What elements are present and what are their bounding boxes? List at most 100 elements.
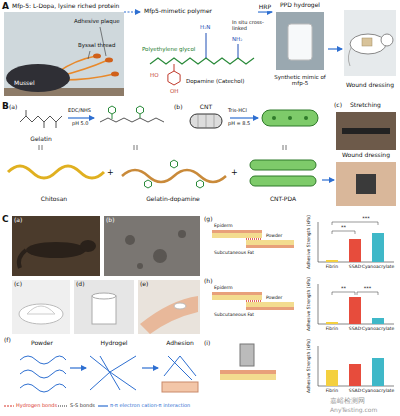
node-box: Gelatin-dopamine [118,152,228,208]
label-text: Cyanoacrylate [362,264,394,269]
cnt-tube [206,114,207,128]
connector-arrow [124,11,140,12]
bar-chart [212,295,262,300]
node-text: Stretching [350,102,381,109]
gelatin-molecule [44,122,45,128]
label-text: Adhesive Strength (kPa) [306,277,311,331]
label-text: (f) [4,337,11,344]
arrow-line [68,118,258,119]
photo [342,128,390,134]
label-text: + [231,168,238,177]
bar-chart [220,374,276,380]
polymer-chain [197,180,204,188]
gelatin-dopamine-molecule [100,106,164,122]
label-text: Epiderm [214,285,233,290]
label-text: (a) [14,217,22,224]
node-text: Wound dressing [334,152,398,159]
node-text: Adhesion [158,340,202,347]
mechanism-sketch [90,356,136,390]
label-text: (a) [9,104,17,111]
node-text: Wound dressing [342,82,398,89]
polymer-chain [250,176,316,186]
node-text: Hydrogel [86,340,142,347]
label-text: Fibrin [326,326,338,331]
cnt-pda-tube [272,116,276,120]
rat-illustration [348,46,352,66]
rat-illustration [344,10,396,76]
cnt-tube [198,114,199,128]
polymer-structure [206,33,207,58]
node-box: CNT-PDA [244,152,322,208]
label-text: (e) [140,281,148,288]
hydrogel-photo [92,296,116,324]
polymer-structure [174,64,175,71]
label-text: (g) [204,216,213,223]
mechanism-sketch [164,356,196,380]
gelatin-molecule [56,122,57,128]
node-box: Hydrogel [86,338,142,398]
finger-photo [140,296,198,334]
finger-photo [138,280,200,334]
mechanism-sketch [20,370,66,378]
cnt-pda-tube [262,110,318,126]
equals-sign [39,145,40,150]
cnt-tube [190,114,222,128]
gelatin-dopamine-molecule [140,114,141,118]
photo [356,174,376,194]
node-text: C [2,214,9,224]
bar-chart [372,318,384,324]
node-text: A [2,1,9,11]
label-text: Powder [266,233,282,238]
node-text: Gelatin-dopamine [118,196,228,203]
bar-chart [372,358,384,386]
label-text: EDC/NHS [68,108,91,114]
mechanism-sketch [20,356,66,364]
node-text: B [2,101,9,111]
polymer-structure [150,58,254,64]
bond-symbol [58,405,68,406]
mussel-illustration [93,54,101,59]
label-text: (c) [14,281,22,288]
photo [336,112,396,206]
legend-text: π-π electron cation-π interaction [110,403,190,409]
equals-sign [134,145,135,150]
mussel-illustration [4,12,124,96]
bar-chart [246,240,294,245]
bar-chart [318,284,319,324]
panel-box: Mfp-5: L-Dopa, lysine riched proteinMuss… [4,2,124,96]
bar-chart [332,231,355,234]
equals-sign [286,145,287,150]
cnt-pda-tube [262,110,318,126]
salamander-photo [26,242,86,258]
bar-chart [246,302,294,307]
node-text: Gelatin [16,136,66,143]
connector-arrow [142,367,158,368]
gelatin-dopamine-molecule [112,114,113,119]
bar-chart [349,364,361,386]
node-text: Chitosan [4,196,104,203]
bar-chart [318,222,319,262]
powder-photo [27,306,55,314]
connector-arrow [322,179,334,180]
node-box: Wound dressing [342,2,398,96]
skin-photo [104,216,200,276]
node-box: C PowderHydrogel Adhesion [0,212,400,416]
photo [336,162,396,206]
bar-chart [357,292,378,295]
label-text: Adhesive Strength (kPa) [306,215,311,269]
skin-photo [153,249,167,263]
bar-chart [246,307,294,310]
hydrogel-photo [276,12,324,70]
node-box: CNT [186,104,226,144]
salamander-photo [19,250,26,268]
salamander-photo [80,240,96,252]
gelatin-molecule [20,116,62,122]
connector-arrow [328,48,342,49]
bar-chart [349,297,361,324]
equals-sign [283,145,284,150]
polymer-structure [150,33,254,85]
node-box: Adhesion [158,338,202,398]
label-text: Subcutaneous Fat [214,250,254,255]
